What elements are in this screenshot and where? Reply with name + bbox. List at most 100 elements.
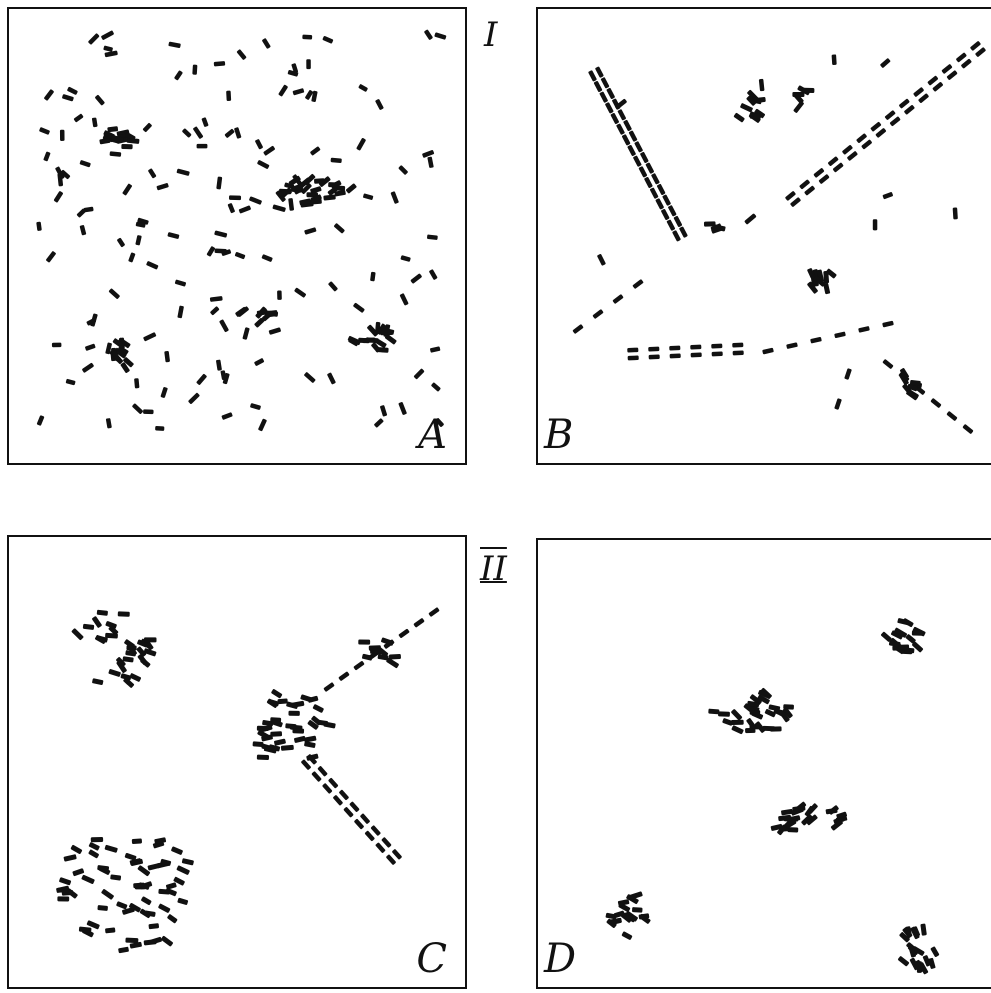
chromosome-mark: [57, 896, 69, 901]
chromosome-mark: [825, 808, 837, 815]
chromosome-mark: [148, 168, 157, 179]
chromosome-mark: [599, 91, 608, 103]
chromosome-mark: [410, 273, 422, 284]
chromosome-mark: [786, 342, 798, 349]
chromosome-mark: [644, 177, 653, 189]
chromosome-mark: [597, 254, 606, 266]
chromosome-mark: [97, 905, 108, 911]
chromosome-mark: [143, 332, 157, 342]
chromosome-mark: [101, 889, 114, 900]
chromosome-mark: [302, 35, 312, 40]
chromosome-mark: [722, 718, 733, 726]
chromosome-mark: [101, 30, 115, 40]
chromosome-mark: [174, 70, 183, 81]
chromosome-mark: [323, 194, 336, 200]
chromosome-mark: [358, 640, 370, 645]
chromosome-mark: [226, 91, 231, 101]
chromosome-mark: [413, 618, 425, 628]
chromosome-mark: [732, 343, 743, 348]
chromosome-mark: [856, 133, 867, 143]
chromosome-mark: [277, 290, 282, 299]
chromosome-mark: [897, 956, 909, 967]
chromosome-mark: [880, 58, 891, 68]
chromosome-mark: [627, 348, 638, 353]
chromosome-mark: [301, 759, 312, 770]
chromosome-mark: [605, 102, 614, 114]
chromosome-mark: [261, 254, 272, 262]
chromosome-mark: [43, 151, 50, 161]
panel-a-label: A: [418, 415, 447, 455]
chromosome-mark: [257, 160, 270, 170]
chromosome-mark: [650, 187, 659, 199]
chromosome-mark: [802, 88, 815, 93]
chromosome-mark: [962, 424, 973, 434]
chromosome-mark: [804, 185, 815, 195]
chromosome-mark: [210, 306, 220, 316]
chromosome-mark: [956, 52, 967, 62]
chromosome-mark: [227, 203, 235, 214]
chromosome-mark: [257, 755, 269, 761]
chromosome-mark: [762, 726, 775, 731]
chromosome-mark: [913, 87, 924, 97]
chromosome-mark: [46, 251, 57, 263]
chromosome-mark: [258, 418, 267, 431]
chromosome-mark: [125, 938, 138, 944]
chromosome-mark: [108, 669, 121, 677]
chromosome-mark: [288, 711, 299, 716]
chromosome-mark: [107, 126, 118, 132]
chromosome-mark: [62, 94, 74, 102]
chromosome-mark: [53, 191, 63, 203]
chromosome-mark: [129, 673, 141, 682]
chromosome-mark: [622, 134, 631, 146]
chromosome-mark: [363, 193, 374, 200]
chromosome-mark: [132, 403, 144, 414]
chromosome-mark: [165, 888, 177, 897]
panel-d: D: [536, 538, 991, 989]
chromosome-mark: [799, 179, 810, 189]
chromosome-mark: [813, 168, 824, 178]
chromosome-mark: [356, 138, 366, 151]
chromosome-mark: [221, 412, 233, 420]
chromosome-mark: [750, 113, 760, 119]
chromosome-mark: [192, 65, 197, 75]
chromosome-mark: [177, 306, 184, 319]
chromosome-mark: [322, 36, 333, 44]
chromosome-mark: [328, 777, 339, 788]
chromosome-mark: [271, 689, 283, 699]
chromosome-mark: [882, 192, 893, 200]
chromosome-mark: [810, 337, 822, 344]
chromosome-mark: [262, 38, 271, 49]
chromosome-mark: [254, 358, 265, 366]
chromosome-mark: [740, 103, 753, 113]
chromosome-mark: [117, 237, 126, 247]
chromosome-mark: [381, 837, 392, 848]
chromosome-mark: [384, 334, 397, 345]
chromosome-mark: [731, 709, 743, 721]
chromosome-mark: [633, 155, 642, 167]
chromosome-mark: [99, 138, 110, 145]
chromosome-mark: [375, 99, 384, 111]
chromosome-mark: [214, 230, 227, 237]
chromosome-mark: [168, 42, 181, 49]
chromosome-mark: [400, 255, 410, 262]
chromosome-mark: [108, 288, 120, 299]
chromosome-mark: [304, 372, 316, 384]
chromosome-mark: [270, 731, 282, 737]
chromosome-mark: [629, 130, 638, 142]
chromosome-mark: [961, 58, 972, 68]
chromosome-mark: [601, 77, 610, 89]
chromosome-mark: [95, 94, 106, 105]
chromosome-mark: [36, 222, 42, 232]
chromosome-mark: [370, 272, 376, 282]
chromosome-mark: [612, 294, 623, 304]
chromosome-mark: [380, 405, 388, 417]
chromosome-mark: [255, 139, 264, 150]
chromosome-mark: [167, 232, 179, 239]
chromosome-mark: [235, 252, 246, 260]
chromosome-mark: [156, 183, 169, 191]
chromosome-mark: [92, 117, 98, 127]
chromosome-mark: [632, 279, 643, 289]
chromosome-mark: [171, 846, 183, 855]
chromosome-mark: [82, 362, 95, 373]
chromosome-mark: [823, 271, 829, 284]
